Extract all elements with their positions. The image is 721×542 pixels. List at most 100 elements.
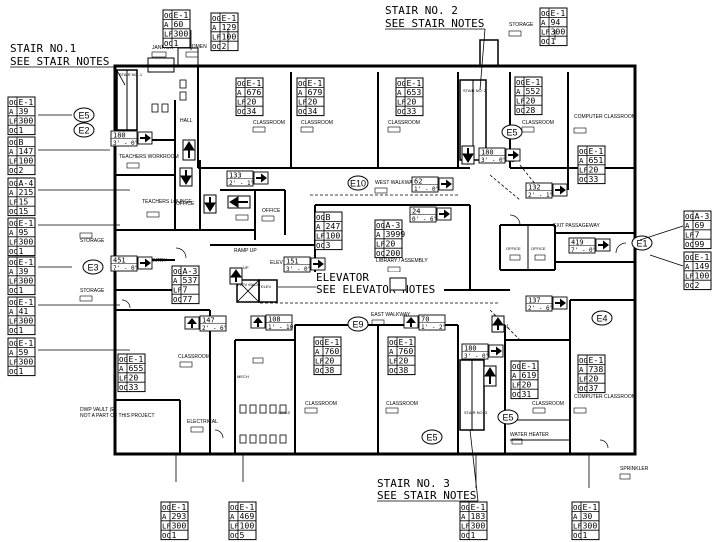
room-label-ramp-up: RAMP UP: [234, 248, 257, 254]
occupancy-key: OC: [9, 126, 18, 135]
room-label-girls: GIRLS: [278, 410, 290, 415]
occupancy-value: E-1: [222, 13, 237, 23]
occupancy-key: OG: [9, 138, 18, 147]
occupancy-value: E-1: [471, 502, 486, 512]
occupancy-key: LF: [9, 358, 18, 367]
occupancy-value: 1: [174, 38, 179, 48]
room-label-west-walkway: WEST WALKWAY: [375, 180, 416, 186]
occupancy-key: A: [9, 307, 14, 316]
occupancy-value: E-1: [407, 78, 422, 88]
occupancy-key: OC: [9, 326, 18, 335]
exit-label: E10: [350, 179, 366, 189]
room-label-computer-classroom: COMPUTER CLASSROOM: [574, 114, 636, 120]
occupancy-value: 15: [19, 206, 29, 216]
note-stair1-sub: SEE STAIR NOTES: [10, 55, 109, 68]
occupancy-key: LF: [9, 317, 18, 326]
exit-marker: E5: [497, 409, 519, 425]
occupancy-key: OC: [685, 281, 694, 290]
occupancy-value: 300: [19, 276, 34, 286]
occupancy-key: OG: [316, 213, 325, 222]
outer-wall: [113, 64, 637, 456]
occupancy-value: E-1: [583, 502, 598, 512]
occupancy-key: OG: [9, 98, 18, 107]
occupancy-value: E-1: [589, 146, 604, 156]
occupancy-value: 100: [695, 271, 710, 281]
occupancy-key: LF: [237, 98, 246, 107]
occupancy-value: 300: [174, 29, 189, 39]
room-label-computer-classroom: COMPUTER CLASSROOM: [574, 394, 636, 400]
occupancy-value: 31: [522, 389, 532, 399]
occupancy-value: 300: [19, 116, 34, 126]
occupancy-value: 2: [222, 41, 227, 51]
room-label-teachers-lounge: TEACHERS LOUNGE: [142, 199, 192, 205]
occupancy-value: E-1: [551, 8, 566, 18]
occupancy-value: 2: [695, 280, 700, 290]
room-label-classroom: CLASSROOM: [522, 120, 554, 126]
occupancy-value: 94: [551, 17, 561, 27]
occupancy-key: A: [516, 87, 521, 96]
room-label-hall: HALL: [180, 118, 193, 124]
egress-capacity: 70: [421, 316, 429, 324]
occupancy-value: E-1: [247, 78, 262, 88]
occupancy-value: 552: [526, 86, 541, 96]
occupancy-value: 69: [695, 220, 705, 230]
egress-width: 1' - 2": [421, 324, 446, 331]
occupancy-key: A: [541, 18, 546, 27]
egress-width: 0' - 6": [412, 216, 437, 223]
occupancy-value: 149: [695, 261, 710, 271]
egress-width-tag: 701' - 2": [403, 314, 446, 331]
room-label-electrical: ELECTRICAL: [187, 419, 218, 425]
room-label-storage: STORAGE: [80, 288, 105, 294]
occupancy-value: 20: [522, 380, 532, 390]
occupancy-key: OC: [376, 249, 385, 258]
exit-label: E1: [636, 239, 647, 249]
occupancy-key: OC: [173, 295, 182, 304]
occupancy-value: 3: [326, 240, 331, 250]
occupancy-key: LF: [119, 374, 128, 383]
occupancy-value: 39: [19, 266, 29, 276]
occupancy-value: 20: [325, 356, 335, 366]
room-label-elev-mach: ELEV MACH: [237, 282, 260, 287]
occupancy-key: OG: [461, 503, 470, 512]
occupancy-value: 41: [19, 306, 29, 316]
room-label-classroom: CLASSROOM: [178, 354, 210, 360]
occupancy-key: OG: [237, 79, 246, 88]
occupancy-value: 760: [325, 346, 340, 356]
exit-marker: E5: [421, 429, 443, 445]
note-stair1-title: STAIR NO.1: [10, 42, 76, 55]
occupancy-value: 20: [589, 374, 599, 384]
occupancy-value: 147: [19, 146, 34, 156]
occupancy-value: 100: [326, 231, 341, 241]
exit-label: E5: [502, 413, 513, 423]
room-label-office: OFFICE: [176, 201, 195, 207]
occupancy-value: E-1: [526, 77, 541, 87]
occupancy-value: 5: [240, 530, 245, 540]
occupancy-value: 183: [471, 511, 486, 521]
occupancy-key: LF: [376, 240, 385, 249]
occupancy-key: LF: [9, 157, 18, 166]
room-label-office: OFFICE: [531, 246, 546, 251]
occupancy-key: OG: [315, 338, 324, 347]
egress-capacity: 147: [202, 317, 215, 325]
egress-capacity: 108: [268, 316, 281, 324]
occupancy-value: 760: [399, 346, 414, 356]
occupancy-value: 20: [308, 97, 318, 107]
occupancy-value: 1: [583, 530, 588, 540]
occupancy-key: LF: [685, 231, 694, 240]
exit-label: E5: [78, 111, 89, 121]
occupancy-value: 651: [589, 155, 604, 165]
